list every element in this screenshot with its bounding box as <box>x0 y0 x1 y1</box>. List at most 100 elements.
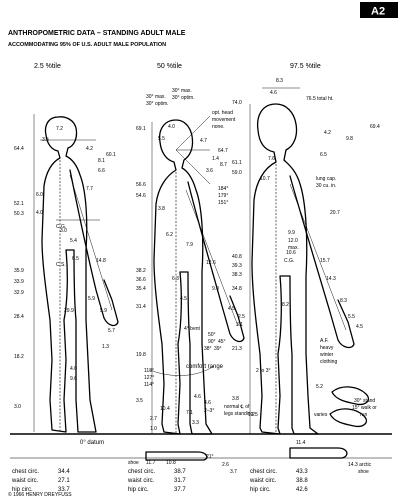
arctic-shoe-outline <box>289 447 348 459</box>
clothing-note: winter <box>320 352 334 358</box>
cg-note: C.G. <box>284 258 294 264</box>
dim-label: C.G. <box>56 224 66 230</box>
dim-label: 8.3 <box>340 298 347 304</box>
dim-label: 2.5 <box>238 314 245 320</box>
waist-circ-label: waist circ. <box>249 478 277 484</box>
ht-label: 64.4 <box>14 146 24 152</box>
angle-label: 38° <box>204 346 212 352</box>
page-code-box <box>360 2 398 18</box>
arm-reach-line <box>69 174 113 311</box>
ht-label: 35.9 <box>14 268 24 274</box>
dim-label: 5.2 <box>316 384 323 390</box>
dim-label: 76.5 total ht. <box>306 96 334 102</box>
waist-circ-label: waist circ. <box>127 478 155 484</box>
arm-reach-line <box>185 189 239 327</box>
sight-line-up <box>175 115 211 151</box>
ht-label: 56.6 <box>136 182 146 188</box>
ht-label: 40.8 <box>232 254 242 260</box>
legs-note: normal ℄ of <box>224 404 250 410</box>
knee-dim: 2–3° <box>204 408 214 414</box>
shoe-dim: 11.7 <box>146 460 156 466</box>
figure-outline <box>153 119 213 435</box>
angle-label: 179° <box>218 193 228 199</box>
dim-label: 3.1 <box>236 322 243 328</box>
dim-label: 5.5 <box>348 314 355 320</box>
ht-label: 19.8 <box>136 352 146 358</box>
arctic-shoe-note: shoe <box>358 469 369 475</box>
ht-label: 35.4 <box>136 286 146 292</box>
angle-label: 50° <box>208 332 216 338</box>
shoe-dim: 10.8 <box>166 460 176 466</box>
lung-capacity-note: 30 cu. in. <box>316 183 336 189</box>
waist-circ-label: waist circ. <box>11 478 39 484</box>
angle-note: 2 to 3° <box>256 368 271 374</box>
ht-label: 54.6 <box>136 193 146 199</box>
head-angle-note: 30° max. <box>172 88 192 94</box>
dim-label: 4.0 <box>70 366 77 372</box>
dim-label: 9.9 <box>288 230 295 236</box>
stance-note: 15° walk or <box>352 405 377 411</box>
shoe-outline <box>145 451 208 461</box>
comfort-range-arc <box>149 365 215 376</box>
foot-dim: 2.7 <box>150 416 157 422</box>
header-97-5-percentile: 97.5 %tile <box>290 63 321 70</box>
dim-label: 6.3 <box>172 276 179 282</box>
dim-label: 4.0 <box>168 124 175 130</box>
chest-circ-value: 38.7 <box>174 469 186 475</box>
ht-label: 34.8 <box>232 286 242 292</box>
hip-circ-value: 37.7 <box>174 487 186 493</box>
head-movement-note: none. <box>212 124 225 130</box>
dim-label: 1.3 <box>102 344 109 350</box>
shoe-dim: 3.7 <box>230 469 237 475</box>
ht-label: 28.4 <box>14 314 24 320</box>
page-code: A2 <box>371 6 385 18</box>
dim-label: 10.4 <box>160 406 170 412</box>
dim-label: 4.6 <box>270 90 277 96</box>
waist-circ-value: 31.7 <box>174 478 186 484</box>
dim-label: 1.25 <box>248 412 258 418</box>
dim-label: 5.5 <box>158 136 165 142</box>
max-note: max. <box>288 245 299 251</box>
foot-dim: 3.3 <box>192 420 199 426</box>
dim-label: 4.5 <box>228 306 235 312</box>
dim-label: 6.2 <box>166 232 173 238</box>
dim-label: 9.6 <box>70 376 77 382</box>
dim-label: 9.8 <box>346 136 353 142</box>
lung-capacity-note: lung cap. <box>316 176 336 182</box>
chest-circ-label: chest circ. <box>128 469 155 475</box>
ht-label: 39.3 <box>232 263 242 269</box>
angle-label: 90° <box>208 339 216 345</box>
ht-label: 59.0 <box>232 170 242 176</box>
dim-label: 6.6 <box>98 168 105 174</box>
dim-label: 5.7 <box>108 328 115 334</box>
dim-label: 4.0 <box>36 210 43 216</box>
dim-label: 7.1 <box>186 410 193 416</box>
ht-label: 52.1 <box>14 201 24 207</box>
dim-label: 4.7 <box>200 138 207 144</box>
knee-dim: 4.6 <box>204 400 211 406</box>
footprint-upper <box>331 386 370 406</box>
angle-label: 184° <box>218 186 228 192</box>
angle-label: 45° <box>218 339 226 345</box>
chest-circ-label: chest circ. <box>12 469 39 475</box>
dim-label: 10.6 <box>286 250 296 256</box>
dim-label: 3.5 <box>42 137 49 143</box>
comfort-range-label: comfort range <box>186 364 224 370</box>
angle-label: 118° <box>144 368 154 374</box>
dim-label: 7.6 <box>268 156 275 162</box>
dim-label: C.S. <box>56 262 66 268</box>
dim-label: 3.0 <box>60 228 67 234</box>
varies-note: varies <box>314 412 328 418</box>
dim-label: 64.7 <box>218 148 228 154</box>
sheet-subtitle: ACCOMMODATING 95% OF U.S. ADULT MALE POP… <box>8 42 166 48</box>
dim-label: 5.9 <box>88 296 95 302</box>
ht-label: 36.6 <box>136 277 146 283</box>
figure-outline <box>251 103 319 435</box>
arctic-shoe-note: 14.3 arctic <box>348 462 372 468</box>
dim-label: 20.7 <box>330 210 340 216</box>
ht-label: 3.0 <box>14 404 21 410</box>
chest-circ-value: 34.4 <box>58 469 70 475</box>
ht-label: 3.5 <box>136 398 143 404</box>
stance-note: 30° stand <box>354 398 375 404</box>
